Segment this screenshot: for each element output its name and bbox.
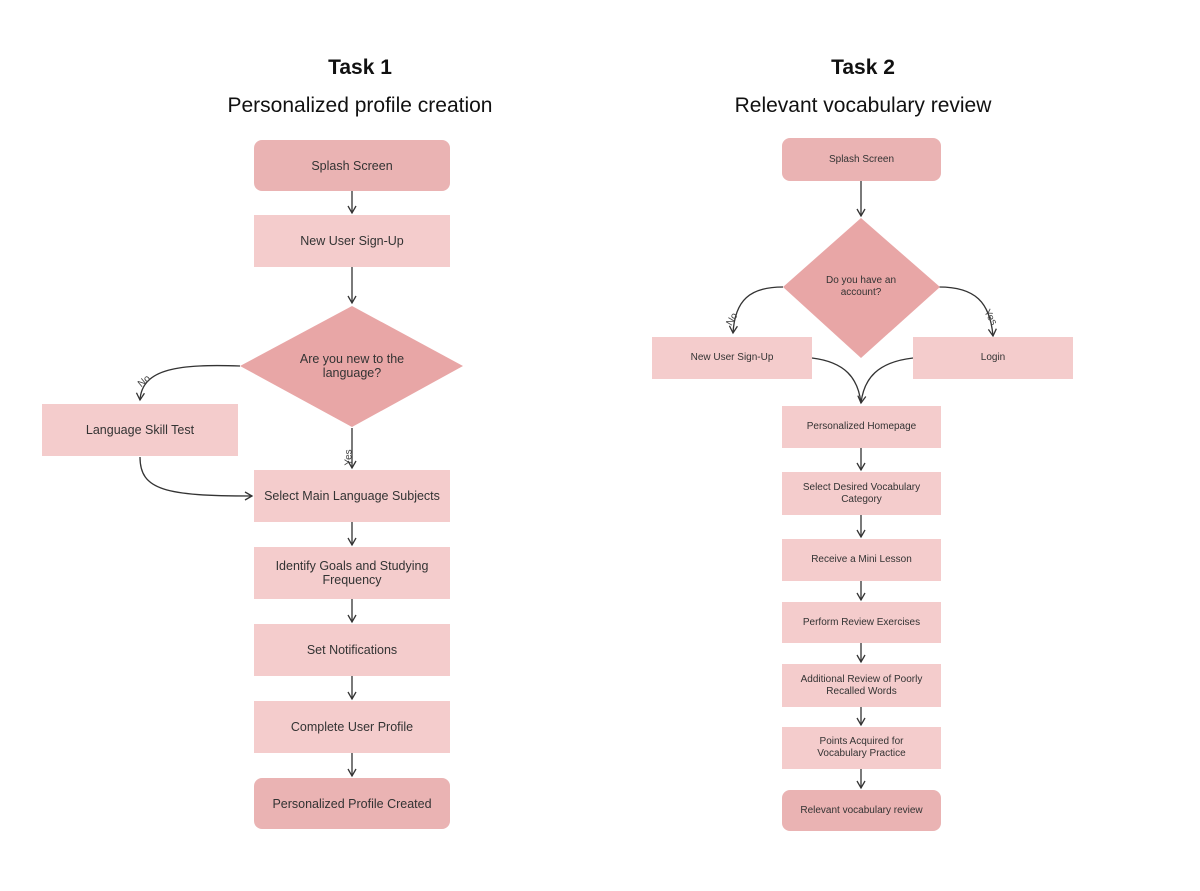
t2-question-text: Do you have an account? xyxy=(825,275,897,298)
t1-decision-diamond xyxy=(240,306,463,427)
task2-subtitle: Relevant vocabulary review xyxy=(734,94,992,117)
t1-question-text: Are you new to the language? xyxy=(299,352,405,380)
t1-arrow-skill-subjects xyxy=(139,456,254,501)
t1-arrow-no xyxy=(135,364,241,402)
t1-select-subjects: Select Main Language Subjects xyxy=(254,470,450,522)
t2-points-acquired: Points Acquired for Vocabulary Practice xyxy=(782,727,941,769)
t2-login: Login xyxy=(913,337,1073,379)
task2-heading: Task 2 xyxy=(831,56,895,79)
t1-language-skill-test: Language Skill Test xyxy=(42,404,238,456)
t1-identify-goals: Identify Goals and Studying Frequency xyxy=(254,547,450,599)
t2-review-exercises: Perform Review Exercises xyxy=(782,602,941,643)
t2-new-user-signup: New User Sign-Up xyxy=(652,337,812,379)
t2-arrow-signup-homepage xyxy=(811,357,862,404)
t1-complete-profile: Complete User Profile xyxy=(254,701,450,753)
t2-arrow-yes xyxy=(938,286,997,338)
t1-splash-screen: Splash Screen xyxy=(254,140,450,191)
t2-arrow-login-homepage xyxy=(857,357,914,405)
t2-arrow-no xyxy=(728,286,784,335)
t1-new-user-signup: New User Sign-Up xyxy=(254,215,450,267)
t2-select-category: Select Desired Vocabulary Category xyxy=(782,472,941,515)
t2-poorly-recalled: Additional Review of Poorly Recalled Wor… xyxy=(782,664,941,707)
t2-mini-lesson: Receive a Mini Lesson xyxy=(782,539,941,581)
task1-subtitle: Personalized profile creation xyxy=(227,94,493,117)
t2-personalized-homepage: Personalized Homepage xyxy=(782,406,941,448)
t2-decision-diamond xyxy=(783,218,940,358)
t1-yes-label: Yes xyxy=(343,449,355,466)
task1-heading: Task 1 xyxy=(328,56,392,79)
t1-profile-created: Personalized Profile Created xyxy=(254,778,450,829)
t2-splash-screen: Splash Screen xyxy=(782,138,941,181)
t2-relevant-review: Relevant vocabulary review xyxy=(782,790,941,831)
t1-set-notifications: Set Notifications xyxy=(254,624,450,676)
